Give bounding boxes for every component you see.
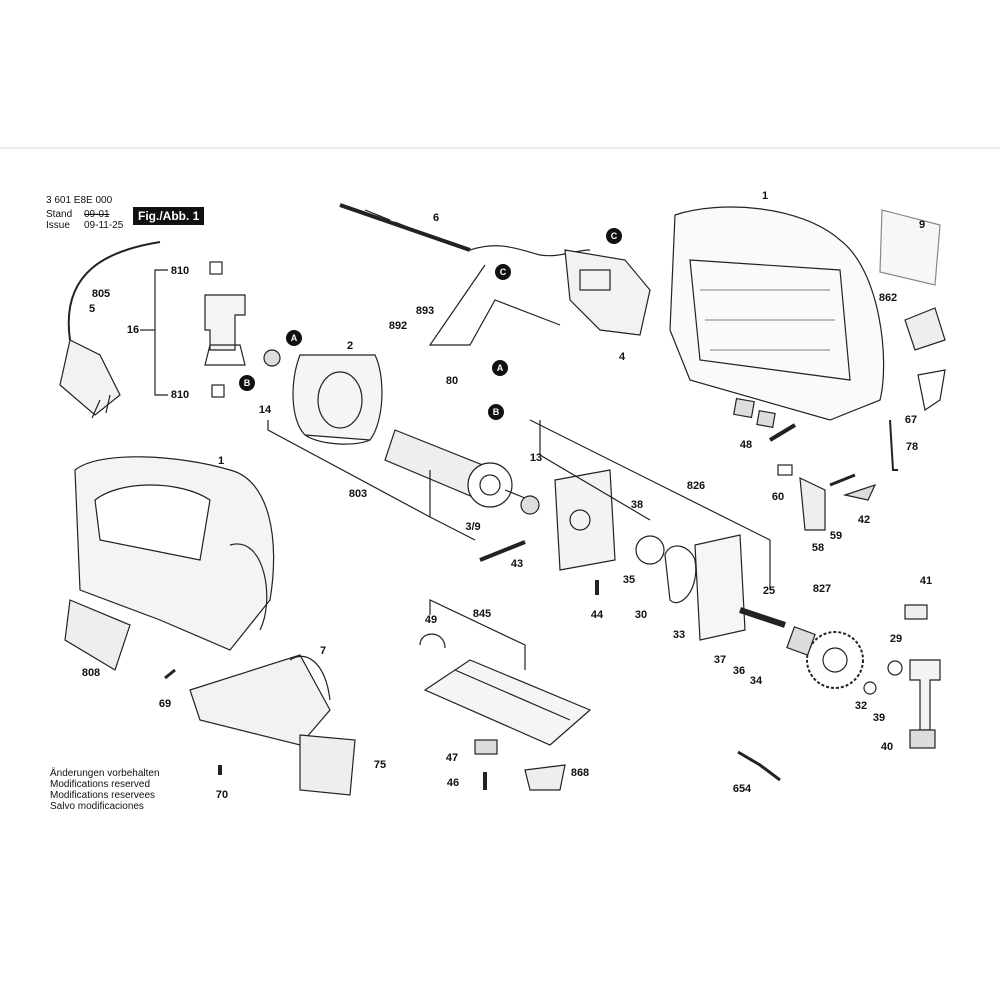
callout: 13 — [529, 452, 543, 464]
callout: 48 — [739, 439, 753, 451]
callout: 25 — [762, 585, 776, 597]
callout: 7 — [319, 645, 327, 657]
callout: 2 — [346, 340, 354, 352]
plunger — [863, 604, 941, 749]
callout: 868 — [570, 767, 590, 779]
callout: 893 — [415, 305, 435, 317]
callout: 47 — [445, 752, 459, 764]
callout: 34 — [749, 675, 763, 687]
marker-a: A — [492, 360, 508, 376]
callout: 892 — [388, 320, 408, 332]
callout: 36 — [732, 665, 746, 677]
callout: 40 — [880, 741, 894, 753]
callout: 4 — [618, 351, 626, 363]
base-cover — [189, 654, 356, 796]
callout: 810 — [170, 389, 190, 401]
marker-a: A — [286, 330, 302, 346]
main-housing — [64, 456, 275, 671]
callout: 43 — [510, 558, 524, 570]
figure-badge: Fig./Abb. 1 — [133, 207, 205, 225]
callout: 803 — [348, 488, 368, 500]
callout: 32 — [854, 700, 868, 712]
issue-date: 09-11-25 — [84, 220, 124, 231]
callout: 80 — [445, 375, 459, 387]
base-plate — [419, 599, 592, 791]
switch — [564, 249, 651, 336]
callout: 78 — [905, 441, 919, 453]
gear — [786, 626, 864, 689]
field-coil — [263, 349, 383, 445]
callout: 60 — [771, 491, 785, 503]
callout: 808 — [81, 667, 101, 679]
callout: 827 — [812, 583, 832, 595]
callout: 16 — [126, 324, 140, 336]
issue-label: Issue — [46, 220, 70, 231]
callout: 59 — [829, 530, 843, 542]
note-line: Modifications reservees — [50, 790, 156, 801]
callout: 6 — [432, 212, 440, 224]
note-line: Modifications reserved — [50, 779, 151, 790]
callout: 67 — [904, 414, 918, 426]
marker-b: B — [239, 375, 255, 391]
marker-c: C — [606, 228, 622, 244]
callout: 1 — [217, 455, 225, 467]
callout: 14 — [258, 404, 272, 416]
note-line: Änderungen vorbehalten — [50, 768, 160, 779]
callout: 46 — [446, 777, 460, 789]
part-number: 3 601 E8E 000 — [46, 195, 113, 206]
marker-c: C — [495, 264, 511, 280]
notes: Änderungen vorbehalten Modifications res… — [50, 768, 160, 812]
marker-b: B — [488, 404, 504, 420]
stand-label: Stand — [46, 209, 73, 220]
callout: 37 — [713, 654, 727, 666]
callout: 30 — [634, 609, 648, 621]
callout: 654 — [732, 783, 752, 795]
callout: 49 — [424, 614, 438, 626]
callout: 1 — [761, 190, 769, 202]
callout: 35 — [622, 574, 636, 586]
armature — [384, 429, 540, 515]
callout: 41 — [919, 575, 933, 587]
callout: 845 — [472, 608, 492, 620]
gear-housing — [554, 469, 786, 641]
callout: 38 — [630, 499, 644, 511]
callout: 805 — [91, 288, 111, 300]
callout: 9 — [918, 219, 926, 231]
housing-half — [669, 206, 885, 421]
callout: 39 — [872, 712, 886, 724]
callout: 75 — [373, 759, 387, 771]
callout: 826 — [686, 480, 706, 492]
callout: 70 — [215, 789, 229, 801]
callout: 42 — [857, 514, 871, 526]
callout: 3/9 — [465, 521, 481, 533]
callout: 862 — [878, 292, 898, 304]
switch-part — [204, 261, 246, 398]
callout: 69 — [158, 698, 172, 710]
callout: 810 — [170, 265, 190, 277]
callout: 58 — [811, 542, 825, 554]
stand-date: 09-01 — [84, 209, 110, 220]
power-cord — [59, 241, 161, 419]
callout: 33 — [672, 629, 686, 641]
note-line: Salvo modificaciones — [50, 801, 144, 812]
cable-guide — [339, 203, 591, 346]
callout: 44 — [590, 609, 604, 621]
callout: 5 — [88, 303, 96, 315]
callout: 29 — [889, 633, 903, 645]
